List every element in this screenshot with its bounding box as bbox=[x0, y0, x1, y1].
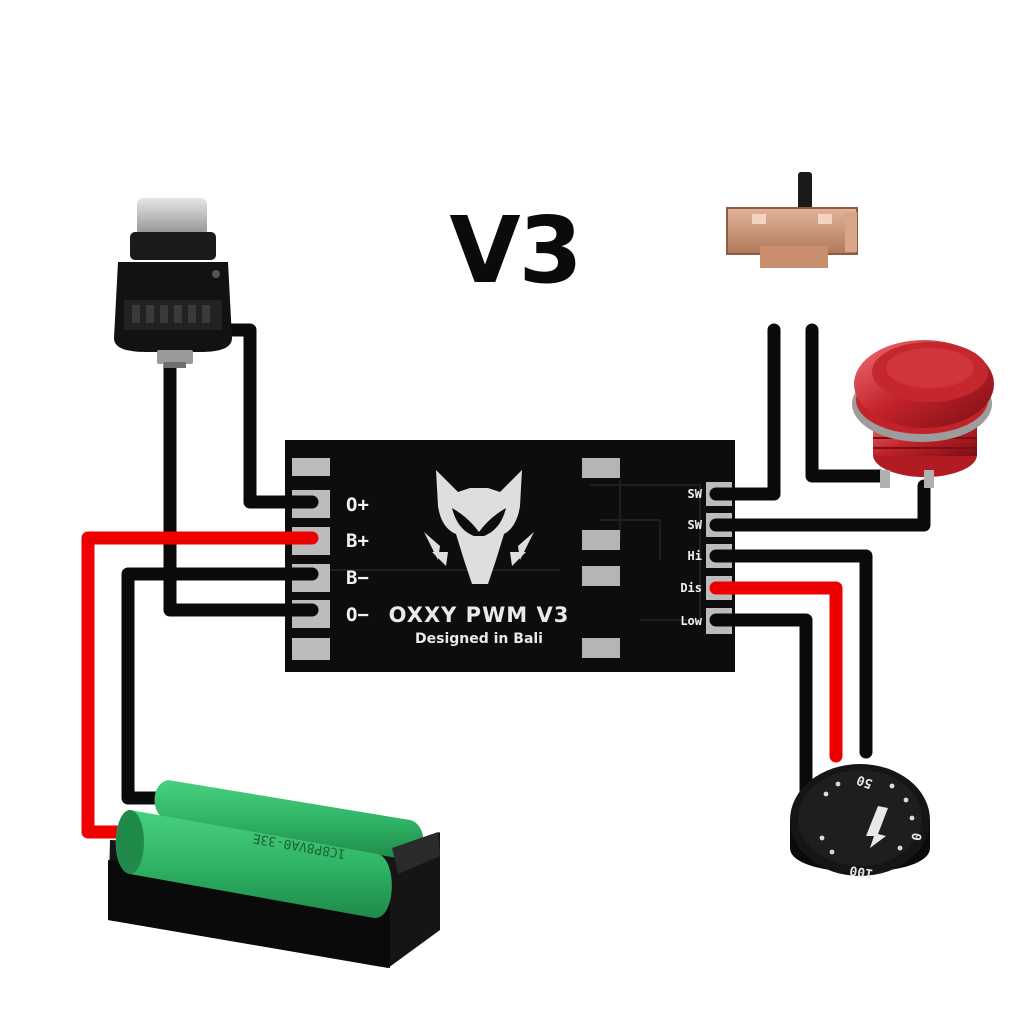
pin-label-sw-2: SW bbox=[688, 518, 703, 532]
wire-sw-1 bbox=[709, 323, 781, 501]
pot-label-50: 50 bbox=[855, 772, 875, 792]
wire-b-plus bbox=[81, 531, 319, 839]
pwm-board: OXXY PWM V3 Designed in Bali O+ B+ B− O−… bbox=[285, 440, 735, 672]
slide-switch-icon bbox=[726, 172, 858, 330]
pad bbox=[582, 638, 620, 658]
pin-label-o-minus: O− bbox=[346, 604, 369, 626]
pin-label-hi: Hi bbox=[688, 549, 702, 563]
pin-label-b-minus: B− bbox=[346, 567, 369, 589]
board-name: OXXY PWM V3 bbox=[389, 603, 570, 627]
wire-dis bbox=[709, 581, 843, 763]
push-button-icon bbox=[114, 198, 232, 368]
board-subtitle: Designed in Bali bbox=[415, 631, 543, 647]
pad bbox=[582, 566, 620, 586]
brand-logo-icon bbox=[424, 470, 534, 584]
pad bbox=[292, 458, 330, 476]
wire-sw-2 bbox=[709, 479, 931, 532]
pin-label-b-plus: B+ bbox=[346, 530, 369, 552]
pin-label-o-plus: O+ bbox=[346, 494, 369, 516]
battery-cell bbox=[115, 810, 392, 919]
potentiometer-icon: 50 0 100 bbox=[790, 764, 930, 881]
pin-label-low: Low bbox=[680, 614, 702, 628]
wire-button-to-o-minus bbox=[163, 353, 319, 617]
battery-cell bbox=[154, 780, 424, 860]
diagram-title: V3 bbox=[449, 197, 582, 304]
wire-slide-to-red bbox=[805, 323, 887, 483]
pad bbox=[582, 458, 620, 478]
battery-holder-icon: 1C8P8VA0-33E bbox=[108, 780, 440, 968]
wire-o-plus bbox=[225, 323, 319, 509]
pin-label-sw-1: SW bbox=[688, 487, 703, 501]
pin-label-dis: Dis bbox=[680, 581, 702, 595]
pad bbox=[582, 530, 620, 550]
pointer-arrow-icon bbox=[866, 806, 888, 848]
wire-low bbox=[709, 613, 813, 799]
wire-hi bbox=[709, 549, 873, 759]
wire-b-minus bbox=[121, 567, 319, 805]
metal-push-switch-icon bbox=[852, 340, 994, 488]
pad bbox=[292, 638, 330, 660]
pot-label-100: 100 bbox=[848, 862, 874, 881]
pot-label-0: 0 bbox=[907, 831, 923, 841]
wires bbox=[81, 323, 931, 839]
